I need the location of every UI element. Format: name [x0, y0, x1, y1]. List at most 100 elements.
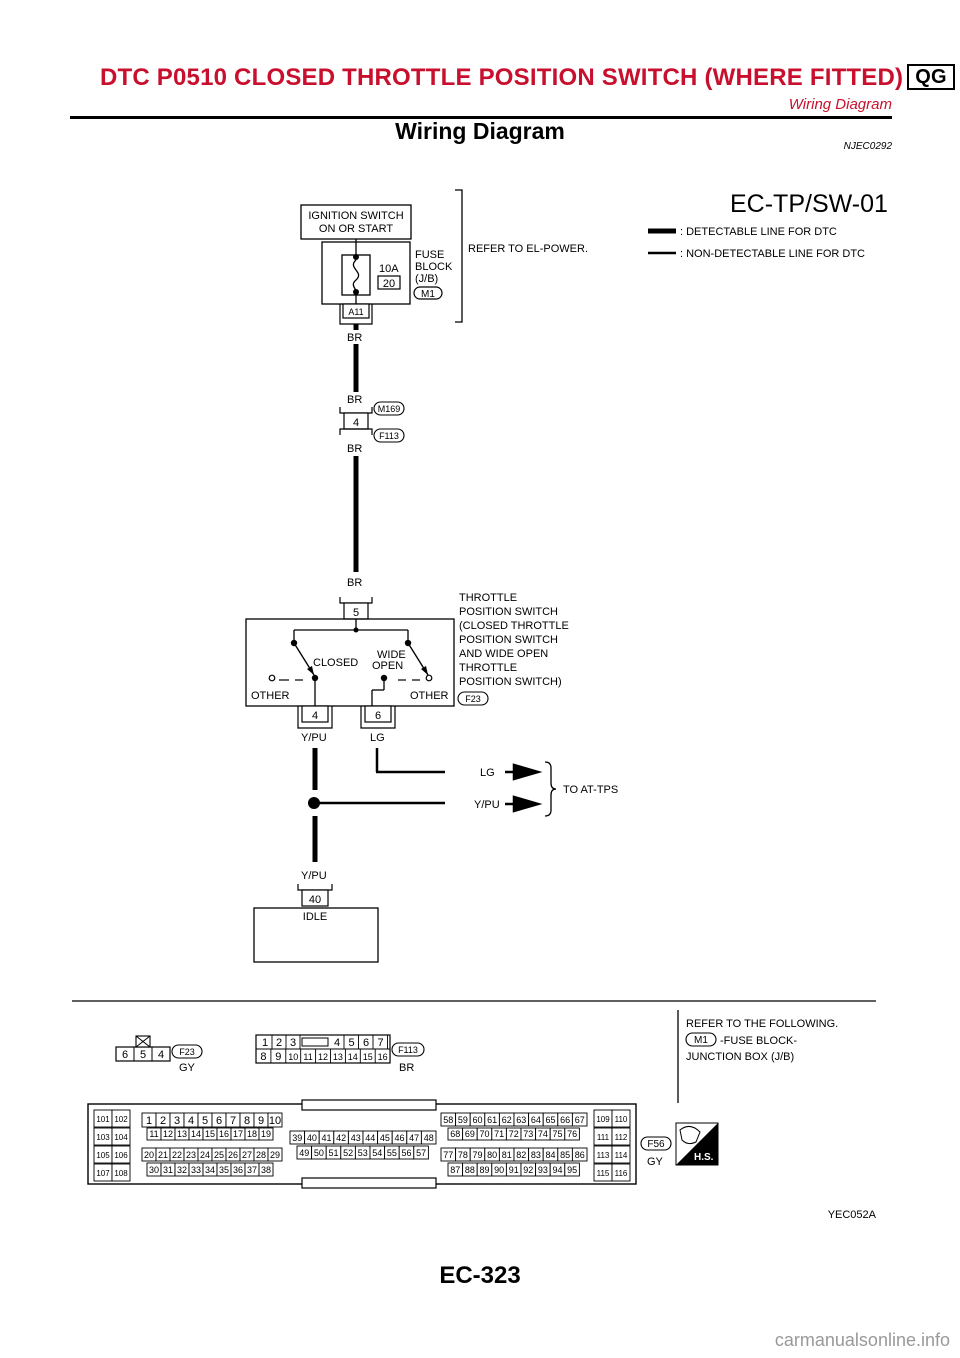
pin-label: 20	[144, 1150, 154, 1160]
pin-label: 19	[261, 1129, 271, 1139]
joint-conn-m169: M169	[378, 404, 401, 414]
f113-pin: 16	[378, 1052, 388, 1062]
tps-wide-label-2: OPEN	[372, 660, 403, 672]
refer-junction: JUNCTION BOX (J/B)	[686, 1051, 794, 1063]
tps-desc-line-7: POSITION SWITCH)	[459, 676, 562, 688]
watermark: carmanualsonline.info	[774, 1330, 950, 1350]
f113-pin: 2	[276, 1037, 282, 1049]
pin-cell	[111, 1163, 131, 1182]
pin-label: 26	[228, 1150, 238, 1160]
f113-pin: 9	[275, 1051, 281, 1063]
tps-conn-f23: F23	[465, 694, 481, 704]
pin-cell	[258, 1127, 274, 1141]
pin-cell	[413, 1145, 429, 1160]
tps-box	[245, 618, 455, 707]
ecm-idle-label: IDLE	[303, 911, 327, 923]
tps-pin-5: 5	[353, 607, 359, 619]
pin-label: 46	[394, 1133, 404, 1143]
header-title-text: DTC P0510 CLOSED THROTTLE POSITION SWITC…	[100, 64, 904, 91]
pin-label: 43	[351, 1133, 361, 1143]
pin-cell	[420, 1130, 437, 1145]
pin-label: 52	[343, 1148, 353, 1158]
pin-label: 67	[575, 1115, 585, 1125]
pin-label: 59	[458, 1115, 468, 1125]
f56-id: F56	[647, 1139, 665, 1150]
fuse-conn-m1: M1	[421, 289, 435, 300]
pin-label: 11	[149, 1129, 158, 1139]
f113-pin: 15	[363, 1052, 373, 1062]
pin-label: 44	[365, 1133, 375, 1143]
pin-cell	[111, 1127, 131, 1146]
tps-pin-6: 6	[375, 710, 381, 722]
pin-label: 39	[292, 1133, 302, 1143]
tps-desc-line-2: POSITION SWITCH	[459, 606, 558, 618]
pin-label: 108	[114, 1169, 128, 1178]
wire-lg-1: LG	[370, 732, 385, 744]
pin-label: 107	[96, 1169, 110, 1178]
pin-label: 69	[465, 1129, 475, 1139]
tps-desc-line-4: POSITION SWITCH	[459, 634, 558, 646]
ecm-box	[253, 907, 379, 963]
tps-closed-label: CLOSED	[313, 657, 358, 669]
pin-label: 88	[465, 1165, 475, 1175]
pin-cell	[267, 1147, 283, 1162]
pin-label: 74	[538, 1129, 548, 1139]
refer-power: REFER TO EL-POWER.	[468, 243, 588, 255]
pin-label: 114	[615, 1151, 628, 1160]
pin-label: 72	[509, 1129, 519, 1139]
page-number: EC-323	[439, 1262, 521, 1289]
pin-label: 112	[615, 1133, 628, 1142]
pin-label: 87	[450, 1165, 460, 1175]
pin-label: 55	[387, 1148, 397, 1158]
pin-label: 90	[494, 1165, 504, 1175]
pin-label: 25	[214, 1150, 224, 1160]
f113-pin: 11	[303, 1052, 312, 1062]
section-title: Wiring Diagram	[395, 118, 565, 144]
section-ref-code: NJEC0292	[843, 141, 892, 152]
pin-label: 6	[216, 1115, 222, 1127]
pin-label: 63	[516, 1115, 526, 1125]
diagram-code: EC-TP/SW-01	[730, 190, 888, 218]
pin-label: 35	[219, 1165, 229, 1175]
pin-label: 8	[244, 1115, 250, 1127]
tps-desc-line-1: THROTTLE	[459, 592, 517, 604]
pin-label: 60	[472, 1115, 482, 1125]
page-header-title: DTC P0510 CLOSED THROTTLE POSITION SWITC…	[100, 64, 955, 92]
pin-label: 27	[242, 1150, 252, 1160]
pin-label: 116	[615, 1169, 628, 1178]
pin-label: 31	[163, 1165, 173, 1175]
pin-label: 95	[567, 1165, 577, 1175]
fuse-amp: 10A	[379, 263, 399, 275]
pin-label: 93	[538, 1165, 548, 1175]
f113-pin: 8	[260, 1051, 266, 1063]
ypu-arrow-icon	[505, 795, 543, 813]
joint-conn-f113: F113	[379, 431, 399, 441]
pin-label: 62	[502, 1115, 512, 1125]
hs-label: H.S.	[694, 1152, 714, 1163]
pin-label: 53	[358, 1148, 368, 1158]
f23-pin: 5	[140, 1049, 146, 1061]
pin-label: 7	[230, 1115, 236, 1127]
f113-pin: 13	[333, 1052, 343, 1062]
at-tps-ypu-label: Y/PU	[474, 799, 500, 811]
ignition-label-1: IGNITION SWITCH	[308, 210, 403, 222]
pin-label: 92	[523, 1165, 533, 1175]
pin-cell	[267, 1112, 283, 1128]
engine-badge: QG	[907, 64, 955, 90]
pin-label: 42	[336, 1133, 346, 1143]
pin-label: 89	[479, 1165, 489, 1175]
f113-pin: 12	[318, 1052, 328, 1062]
pin-label: 71	[494, 1129, 504, 1139]
figure-id: YEC052A	[828, 1209, 877, 1221]
pin-label: 49	[299, 1148, 309, 1158]
f23-pin: 4	[158, 1049, 164, 1061]
pin-label: 33	[191, 1165, 201, 1175]
f113-pin: 4	[334, 1037, 340, 1049]
refer-following: REFER TO THE FOLLOWING.	[686, 1018, 838, 1030]
pin-label: 24	[200, 1150, 210, 1160]
pin-label: 37	[247, 1165, 257, 1175]
pin-label: 51	[328, 1148, 338, 1158]
pin-label: 4	[188, 1115, 194, 1127]
pin-label: 113	[597, 1151, 610, 1160]
